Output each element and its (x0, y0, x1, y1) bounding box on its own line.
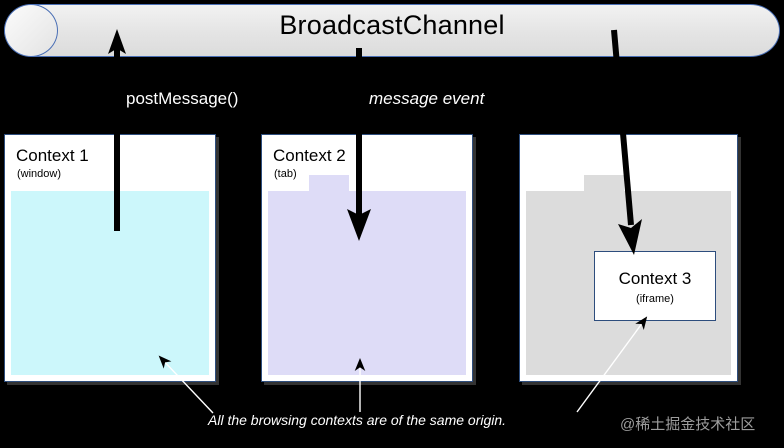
context-1-title: Context 1 (16, 146, 89, 165)
context-3-subtitle: (iframe) (636, 293, 674, 305)
context-2-viewport (268, 191, 466, 375)
context-3-iframe-box: Context 3 (iframe) (594, 251, 716, 321)
context-2-box: Context 2 (tab) (261, 134, 473, 382)
message-event-label: message event (369, 89, 485, 108)
context-2-title: Context 2 (273, 146, 346, 165)
post-message-label: postMessage() (126, 89, 239, 108)
broadcast-channel-cylinder (4, 4, 780, 57)
context-3-host-notch (584, 175, 624, 193)
context-2-subtitle: (tab) (274, 168, 297, 180)
context-3-title: Context 3 (618, 269, 692, 288)
context-2-tab-notch (309, 175, 349, 193)
cylinder-end-cap (4, 4, 58, 57)
context-1-subtitle: (window) (17, 168, 62, 180)
context-1-box: Context 1 (window) (4, 134, 216, 382)
watermark-label: @稀土掘金技术社区 (620, 416, 756, 433)
broadcast-channel-label: BroadcastChannel (279, 10, 505, 40)
same-origin-caption: All the browsing contexts are of the sam… (208, 412, 507, 428)
context-1-viewport (11, 191, 209, 375)
